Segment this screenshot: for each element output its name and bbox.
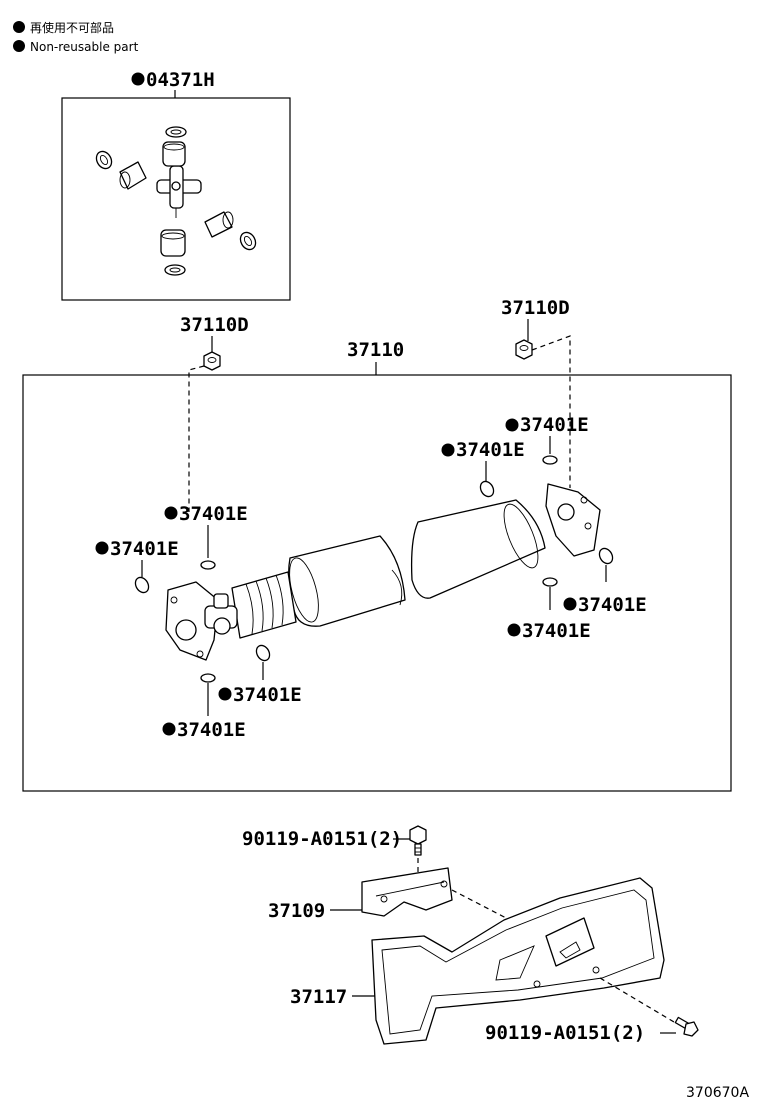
bearing-cup-icon xyxy=(162,141,186,167)
nut-right-group: 37110D xyxy=(501,297,570,360)
part-label-90119-A0151-top[interactable]: 90119-A0151(2) xyxy=(242,828,402,850)
snap-ring-icon xyxy=(542,455,558,465)
snap-ring-icon xyxy=(239,231,257,251)
part-label-37401E[interactable]: 37401E xyxy=(520,414,589,436)
snap-ring-icon xyxy=(479,480,495,498)
bearing-cup-icon xyxy=(204,211,234,238)
snap-ring-icon xyxy=(164,264,186,276)
bolt-icon xyxy=(409,825,427,856)
non-reusable-dot-icon xyxy=(131,72,145,86)
snap-ring-label-group: 37401E xyxy=(162,673,246,741)
part-label-37109[interactable]: 37109 xyxy=(268,900,325,922)
non-reusable-dot-icon xyxy=(505,418,519,432)
part-label-37401E[interactable]: 37401E xyxy=(110,538,179,560)
snap-ring-label-group: 37401E xyxy=(218,644,302,706)
snap-ring-icon xyxy=(598,547,614,565)
non-reusable-dot-icon xyxy=(95,541,109,555)
non-reusable-dot-icon xyxy=(13,21,25,33)
bolt-icon xyxy=(674,1016,699,1037)
snap-ring-icon xyxy=(165,126,187,138)
part-label-37401E[interactable]: 37401E xyxy=(578,594,647,616)
spider-cross-icon xyxy=(156,165,202,218)
part-label-37110[interactable]: 37110 xyxy=(347,339,404,361)
bearing-cup-icon xyxy=(160,229,186,257)
bearing-cup-icon xyxy=(119,161,147,190)
snap-ring-label-group: 37401E xyxy=(507,577,591,642)
part-label-37401E[interactable]: 37401E xyxy=(522,620,591,642)
legend-english: Non-reusable part xyxy=(30,40,139,54)
legend: 再使用不可部品 Non-reusable part xyxy=(13,20,139,54)
nut-left-group: 37110D xyxy=(180,314,249,371)
snap-ring-label-group: 37401E xyxy=(563,547,647,616)
non-reusable-dot-icon xyxy=(164,506,178,520)
part-label-37401E[interactable]: 37401E xyxy=(233,684,302,706)
propeller-shaft-box xyxy=(22,374,732,792)
legend-japanese: 再使用不可部品 xyxy=(30,20,114,35)
part-label-37401E[interactable]: 37401E xyxy=(456,439,525,461)
non-reusable-dot-icon xyxy=(13,40,25,52)
snap-ring-label-group: 37401E xyxy=(441,439,525,498)
propeller-shaft-icon xyxy=(165,483,601,661)
non-reusable-dot-icon xyxy=(218,687,232,701)
part-label-37110D-right[interactable]: 37110D xyxy=(501,297,570,319)
diagram-id: 370670A xyxy=(686,1085,749,1101)
part-label-90119-A0151-bottom[interactable]: 90119-A0151(2) xyxy=(485,1022,645,1044)
snap-ring-label-group: 37401E xyxy=(505,414,589,465)
part-label-37117[interactable]: 37117 xyxy=(290,986,347,1008)
spider-kit-group: 04371H xyxy=(61,69,291,301)
nut-icon xyxy=(203,351,221,371)
snap-ring-icon xyxy=(95,150,113,170)
non-reusable-dot-icon xyxy=(507,623,521,637)
snap-ring-icon xyxy=(134,576,150,594)
snap-ring-label-group: 37401E xyxy=(95,538,179,594)
snap-ring-icon xyxy=(255,644,271,662)
protector-plate-icon xyxy=(371,877,665,1045)
part-label-37110D-left[interactable]: 37110D xyxy=(180,314,249,336)
snap-ring-label-group: 37401E xyxy=(164,503,248,570)
spider-kit-box xyxy=(61,97,291,301)
non-reusable-dot-icon xyxy=(563,597,577,611)
snap-ring-icon xyxy=(200,560,216,570)
snap-ring-icon xyxy=(542,577,558,587)
nut-icon xyxy=(515,339,533,360)
snap-ring-icon xyxy=(200,673,216,683)
part-label-37401E[interactable]: 37401E xyxy=(177,719,246,741)
part-label-04371H[interactable]: 04371H xyxy=(146,69,215,91)
non-reusable-dot-icon xyxy=(162,722,176,736)
heat-insulator-icon xyxy=(361,867,453,917)
part-label-37401E[interactable]: 37401E xyxy=(179,503,248,525)
non-reusable-dot-icon xyxy=(441,443,455,457)
